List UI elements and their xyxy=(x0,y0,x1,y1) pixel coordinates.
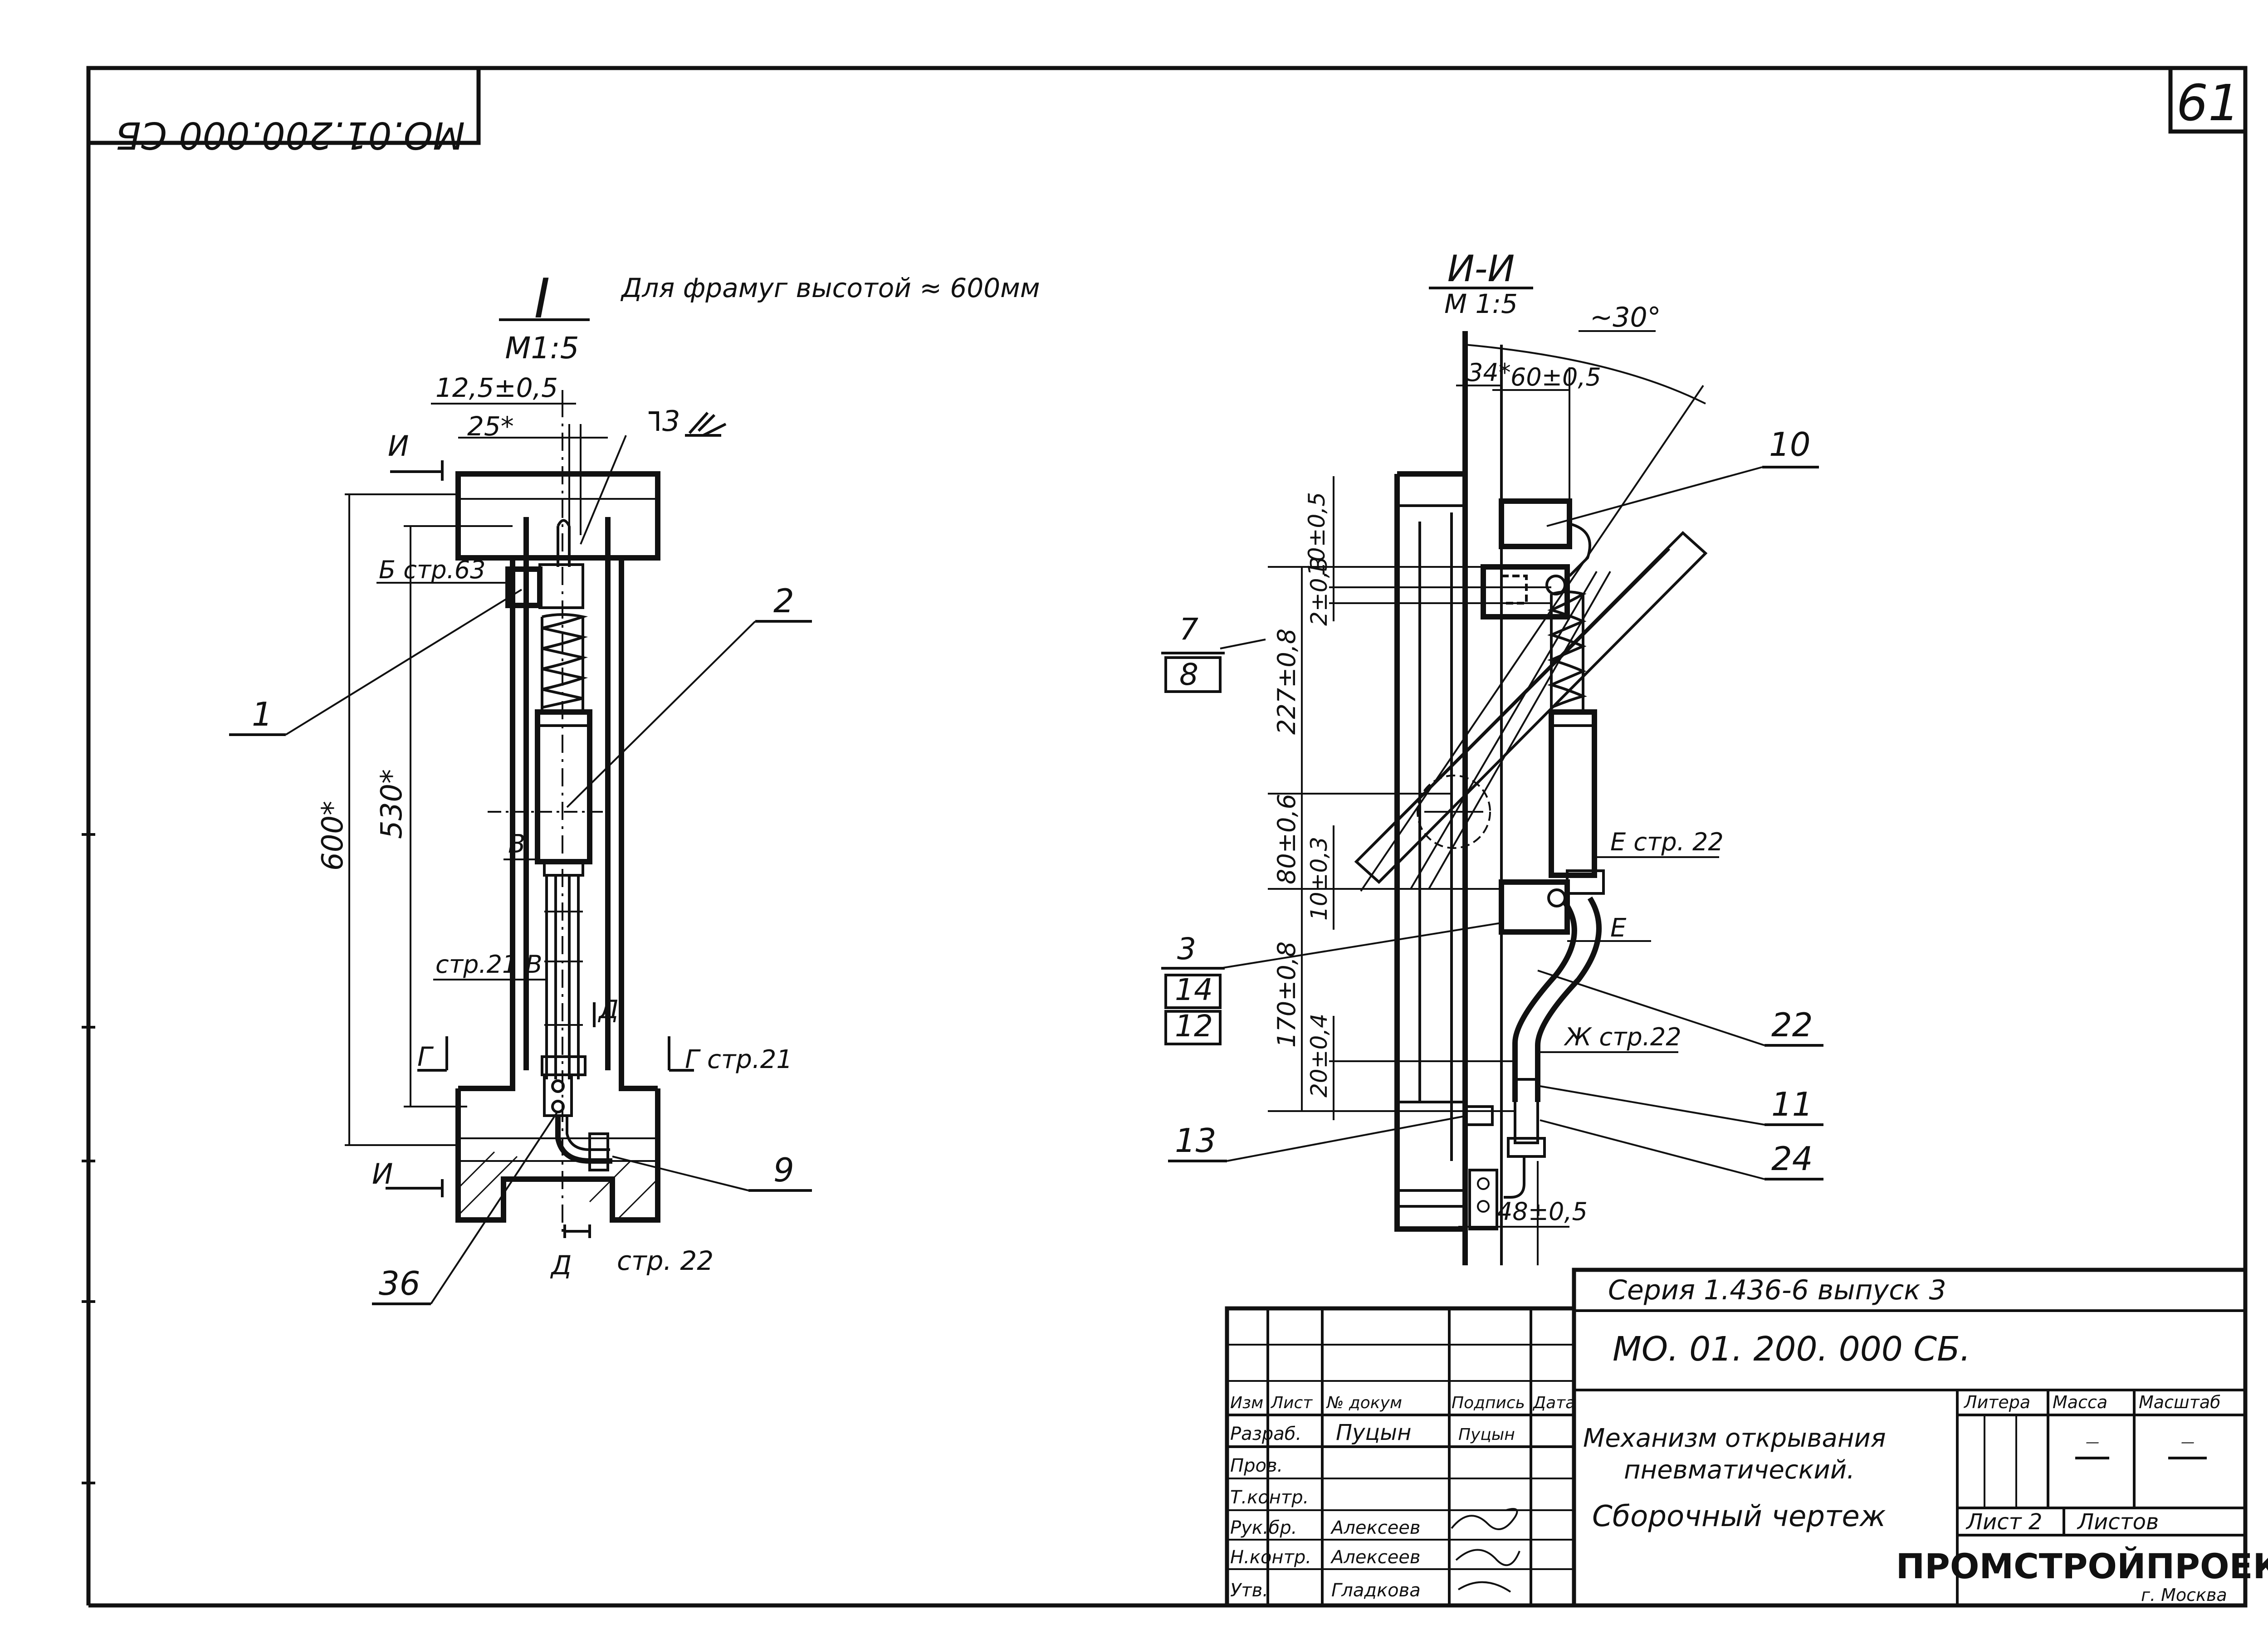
scale-label: Масштаб xyxy=(2139,1392,2221,1412)
organization-city: г. Москва xyxy=(2141,1585,2227,1605)
sign-developer: Пуцын xyxy=(1458,1425,1515,1444)
mass-label: Масса xyxy=(2053,1392,2107,1412)
dim-20: 20±0,4 xyxy=(1306,1014,1332,1097)
weld-size: 3 xyxy=(662,405,680,438)
callout-14: 14 xyxy=(1175,972,1213,1007)
ref-d-bottom: Д xyxy=(550,1250,572,1281)
ref-b-page-63: Б стр.63 xyxy=(379,556,486,584)
col-izm: Изм xyxy=(1230,1394,1263,1412)
name-n-control: Алексеев xyxy=(1330,1547,1420,1568)
role-developer: Разраб. xyxy=(1230,1424,1301,1444)
series-label: Серия 1.436-6 выпуск 3 xyxy=(1608,1274,1946,1306)
title-block xyxy=(1225,1268,2248,1608)
callout-1: 1 xyxy=(252,695,273,733)
mass-value: — xyxy=(2086,1434,2099,1450)
dim-2: 2±0,3 xyxy=(1306,556,1332,626)
role-n-control: Н.контр. xyxy=(1230,1547,1311,1568)
dim-10-b: 10±0,3 xyxy=(1306,837,1332,921)
role-t-control: Т.контр. xyxy=(1230,1487,1309,1508)
ref-v-page-21: стр.21 В xyxy=(435,950,543,979)
dim-600: 600* xyxy=(316,801,350,871)
section-mark-i-top: И xyxy=(388,429,409,463)
callout-12: 12 xyxy=(1175,1009,1213,1044)
callout-11: 11 xyxy=(1771,1085,1813,1123)
callout-13: 13 xyxy=(1175,1122,1217,1160)
col-doc: № докум xyxy=(1326,1394,1402,1412)
name-team-lead: Алексеев xyxy=(1330,1517,1420,1538)
signature-scribble xyxy=(1451,1508,1520,1593)
title-line-2: пневматический. xyxy=(1624,1455,1855,1485)
view-section-i: I М1:5 Для фрамуг высотой ≈ 600мм xyxy=(229,268,1040,1305)
dim-227: 227±0,8 xyxy=(1272,629,1301,735)
ref-e: Е xyxy=(1610,913,1627,943)
name-developer: Пуцын xyxy=(1336,1420,1411,1445)
section-ii-label: И-И xyxy=(1447,248,1515,290)
dim-48: 48±0,5 xyxy=(1497,1197,1588,1226)
litera-label: Литера xyxy=(1963,1392,2030,1412)
mirrored-document-code: МО.01.200.000 СБ xyxy=(116,113,465,156)
ref-g-left: Г xyxy=(417,1041,434,1072)
col-date: Дата xyxy=(1532,1394,1575,1412)
title-line-3: Сборочный чертеж xyxy=(1592,1500,1886,1533)
col-sign: Подпись xyxy=(1452,1394,1525,1412)
sheet-number: 61 xyxy=(2176,74,2240,132)
role-approved: Утв. xyxy=(1230,1580,1268,1601)
ref-g-right-page-21: Г стр.21 xyxy=(685,1045,792,1074)
callout-7: 7 xyxy=(1179,612,1198,647)
callout-9: 9 xyxy=(773,1151,794,1189)
section-mark-i-bottom: И xyxy=(372,1157,393,1190)
dim-60: 60±0,5 xyxy=(1510,363,1601,391)
callout-22: 22 xyxy=(1771,1006,1813,1044)
name-approved: Гладкова xyxy=(1331,1580,1421,1601)
callout-24: 24 xyxy=(1771,1140,1813,1178)
title-line-1: Механизм открывания xyxy=(1583,1424,1886,1453)
dim-12-5: 12,5±0,5 xyxy=(435,372,558,403)
section-i-scale: М1:5 xyxy=(505,331,579,366)
dim-10-a: 10±0,5 xyxy=(1304,492,1330,576)
col-list: Лист xyxy=(1270,1394,1313,1412)
document-code: МО. 01. 200. 000 СБ. xyxy=(1613,1330,1970,1369)
angle-30: ~30° xyxy=(1590,302,1661,333)
ref-d-bottom-page: стр. 22 xyxy=(617,1245,714,1276)
role-checked: Пров. xyxy=(1230,1455,1283,1476)
organization-name: ПРОМСТРОЙПРОЕКТ xyxy=(1896,1546,2268,1586)
callout-3: 3 xyxy=(1177,932,1196,966)
section-i-note: Для фрамуг высотой ≈ 600мм xyxy=(620,273,1040,303)
role-team-lead: Рук.бр. xyxy=(1230,1517,1297,1538)
scale-value: — xyxy=(2181,1434,2195,1450)
ref-zh-page-22: Ж стр.22 xyxy=(1564,1023,1681,1051)
dim-80: 80±0,6 xyxy=(1272,794,1301,884)
sheets-label: Листов xyxy=(2077,1509,2159,1535)
section-ii-scale: М 1:5 xyxy=(1444,288,1518,319)
dim-530: 530* xyxy=(375,769,409,839)
ref-d: Д xyxy=(597,995,619,1024)
section-i-label: I xyxy=(534,268,550,331)
callout-8: 8 xyxy=(1179,657,1198,692)
ref-v: В xyxy=(508,829,525,859)
callout-10: 10 xyxy=(1769,425,1811,463)
ref-e-page-22: Е стр. 22 xyxy=(1610,828,1724,856)
dim-34: 34* xyxy=(1467,358,1511,387)
callout-2: 2 xyxy=(773,582,794,620)
callout-36: 36 xyxy=(379,1264,420,1302)
view-section-i-i: И-И М 1:5 ~30° xyxy=(1161,248,1823,1265)
dim-25: 25* xyxy=(467,411,514,442)
sheet-label: Лист 2 xyxy=(1965,1509,2042,1535)
